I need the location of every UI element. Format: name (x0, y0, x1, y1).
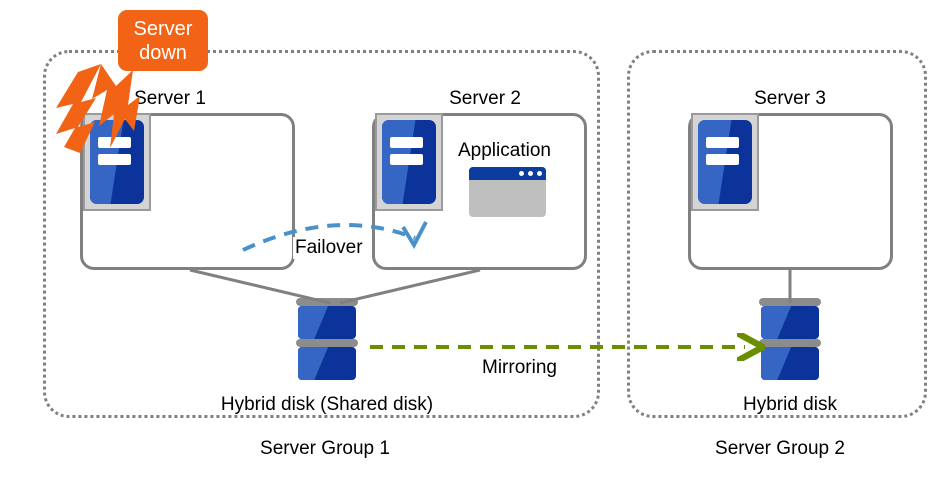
disk-plate (296, 339, 358, 347)
application-dot-icon (537, 171, 542, 176)
server-1-title: Server 1 (134, 88, 206, 109)
server-down-badge: Server down (118, 10, 208, 71)
badge-line-2: down (139, 42, 187, 64)
hybrid-shared-disk-icon (296, 298, 358, 392)
server-group-2-boundary (627, 50, 927, 418)
mirroring-label: Mirroring (482, 357, 557, 378)
server-icon-bar (389, 154, 424, 166)
hybrid-shared-disk-label: Hybrid disk (Shared disk) (220, 394, 434, 415)
server-1-machine-icon (83, 113, 151, 211)
server-icon-body (698, 120, 752, 204)
application-dot-icon (528, 171, 533, 176)
server-group-1-label: Server Group 1 (260, 438, 390, 459)
server-3-machine-icon (691, 113, 759, 211)
hybrid-disk-icon (759, 298, 821, 392)
disk-plate (296, 298, 358, 306)
disk-plate (759, 339, 821, 347)
server-icon-body (382, 120, 436, 204)
disk-slab-sheen (761, 347, 792, 380)
server-2-title: Server 2 (449, 88, 521, 109)
disk-slab (298, 306, 356, 339)
disk-plate (759, 298, 821, 306)
disk-slab (761, 306, 819, 339)
server-3-title: Server 3 (754, 88, 826, 109)
server-icon-bar (97, 154, 132, 166)
server-2-machine-icon (375, 113, 443, 211)
disk-slab (761, 347, 819, 380)
server-group-2-label: Server Group 2 (715, 438, 845, 459)
badge-line-1: Server (133, 18, 193, 40)
disk-slab-sheen (298, 347, 329, 380)
application-dot-icon (519, 171, 524, 176)
application-window-icon (469, 167, 546, 217)
server-icon-bar (705, 154, 740, 166)
application-titlebar (469, 167, 546, 180)
server-icon-bar (389, 136, 424, 148)
disk-slab (298, 347, 356, 380)
server-group-1-boundary (43, 50, 600, 418)
disk-slab-sheen (761, 306, 792, 339)
failover-label: Failover (293, 237, 365, 259)
server-icon-bar (705, 136, 740, 148)
disk-slab-sheen (298, 306, 329, 339)
server-icon-bar (97, 136, 132, 148)
server-icon-body (90, 120, 144, 204)
hybrid-disk-label: Hybrid disk (743, 394, 837, 415)
application-label: Application (458, 140, 551, 161)
